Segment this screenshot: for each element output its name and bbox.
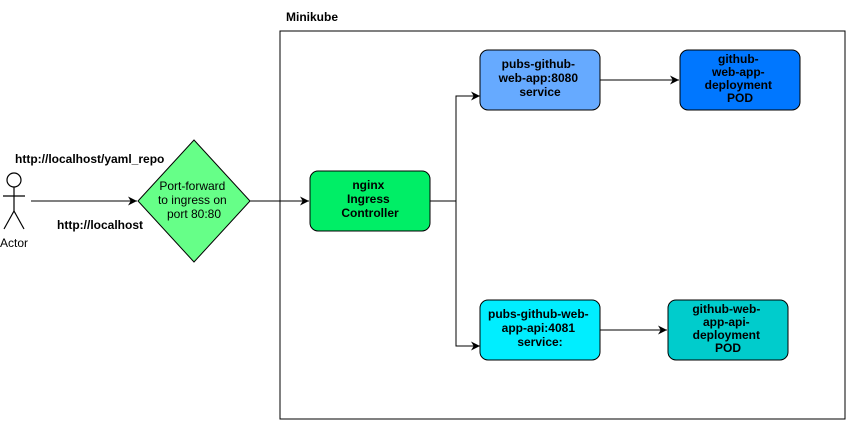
port-forward-line-3: port 80:80 — [167, 207, 221, 221]
port-forward-line-1: Port-forward — [159, 179, 225, 193]
webapp-pod-line-2: web-app- — [711, 65, 765, 79]
svg-text:nginx Ingress Cont: nginx Ingress Controller — [341, 178, 399, 220]
ingress-line-1: nginx — [352, 178, 384, 192]
minikube-cluster-boundary — [279, 30, 846, 420]
webapp-pod-line-1: github- — [718, 52, 759, 66]
api-service-node[interactable]: pubs-github-web- app-api:4081 service: — [479, 299, 601, 361]
webapp-service-node[interactable]: pubs-github- web-app:8080 service — [479, 49, 601, 111]
api-pod-node[interactable]: github-web- app-api- deployment POD — [667, 299, 789, 361]
actor-label: Actor — [0, 236, 28, 250]
svg-text:github- web-app- d: github- web-app- deployment POD — [705, 52, 776, 105]
svg-text:github-web- app-api-: github-web- app-api- deployment POD — [692, 302, 763, 355]
port-forward-node[interactable]: Port-forward to ingress on port 80:80 — [137, 139, 251, 263]
actor-figure — [3, 172, 25, 230]
webapp-pod-line-4: POD — [727, 91, 753, 105]
ingress-line-2: Ingress — [347, 192, 390, 206]
ingress-line-3: Controller — [341, 206, 399, 220]
webapp-service-line-2: web-app:8080 — [498, 71, 579, 85]
webapp-pod-line-3: deployment — [705, 78, 772, 92]
svg-text:Port-forward to ingress: Port-forward to ingress on port 80:80 — [158, 179, 230, 221]
svg-text:pubs-github-web- app-api: pubs-github-web- app-api:4081 service: — [488, 307, 592, 349]
edge-ingress-to-api-service — [455, 201, 480, 351]
connectors — [31, 75, 679, 351]
api-pod-line-2: app-api- — [703, 315, 750, 329]
api-service-line-1: pubs-github-web- — [488, 307, 589, 321]
webapp-service-line-3: service — [519, 85, 561, 99]
edge-label-localhost-url: http://localhost — [57, 218, 143, 232]
api-pod-line-3: deployment — [693, 328, 760, 342]
port-forward-line-2: to ingress on — [158, 193, 227, 207]
api-pod-line-1: github-web- — [692, 302, 760, 316]
edge-ingress-to-webapp-service — [430, 91, 480, 202]
webapp-pod-node[interactable]: github- web-app- deployment POD — [679, 49, 801, 111]
svg-text:pubs-github- web-app:808: pubs-github- web-app:8080 service — [498, 57, 582, 99]
ingress-controller-node[interactable]: nginx Ingress Controller — [309, 170, 431, 232]
webapp-service-line-1: pubs-github- — [502, 57, 575, 71]
api-service-line-3: service: — [517, 335, 562, 349]
minikube-label: Minikube — [286, 10, 338, 24]
api-pod-line-4: POD — [715, 341, 741, 355]
edge-label-yaml-repo-url: http://localhost/yaml_repo — [15, 152, 164, 166]
api-service-line-2: app-api:4081 — [502, 321, 576, 335]
